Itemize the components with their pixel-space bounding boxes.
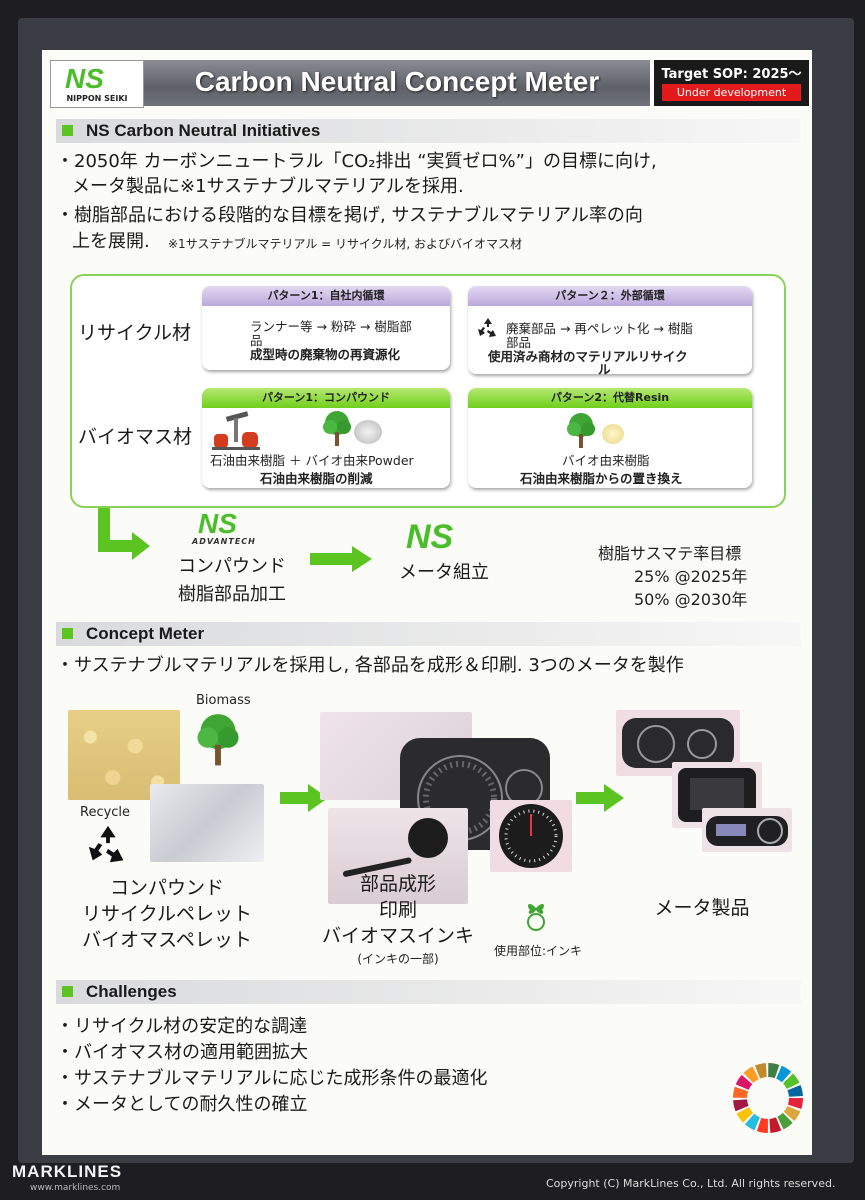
meter-product-photo <box>702 808 792 852</box>
pattern-line: 品 <box>250 333 263 348</box>
mid-caption-line: バイオマスインキ <box>321 925 474 947</box>
recycle-label: Recycle <box>80 805 131 820</box>
tree-icon <box>566 412 596 452</box>
target-title: 樹脂サスマテ率目標 <box>598 544 742 563</box>
page-title: Carbon Neutral Concept Meter <box>194 66 600 97</box>
logo-mark: NS <box>65 63 104 94</box>
left-caption-line: リサイクルペレット <box>81 903 253 925</box>
green-square-icon <box>62 125 73 136</box>
advantech-label: ADVANTECH <box>192 537 256 546</box>
pattern-heading: パターン1：コンパウンド <box>202 388 450 408</box>
section-title: NS Carbon Neutral Initiatives <box>86 121 321 140</box>
printed-dial-photo <box>490 800 572 872</box>
copyright-text: Copyright (C) MarkLines Co., Ltd. All ri… <box>546 1177 836 1190</box>
resin-pellet-icon <box>602 424 624 444</box>
pattern-line: 廃棄部品 → 再ペレット化 → 樹脂 <box>506 321 693 336</box>
mid-caption-line: 印刷 <box>378 899 417 921</box>
pattern-heading: パターン２：外部循環 <box>468 286 752 306</box>
challenge-item: ・サステナブルマテリアルに応じた成形条件の最適化 <box>56 1068 488 1089</box>
footnote: ※1サステナブルマテリアル = リサイクル材, およびバイオマス材 <box>168 237 523 251</box>
pointer-photo <box>328 808 468 904</box>
challenge-item: ・メータとしての耐久性の確立 <box>56 1094 308 1115</box>
target-sop: Target SOP: 2025〜 <box>661 67 802 82</box>
recycle-pattern1-card: パターン1：自社内循環 ランナー等 → 粉砕 → 樹脂部 品 成型時の廃棄物の再… <box>202 286 450 370</box>
pattern-summary: 石油由来樹脂からの置き換え <box>520 471 683 486</box>
sdgs-wheel-icon <box>730 1060 806 1140</box>
section-title: Concept Meter <box>86 624 205 643</box>
mid-caption-line: 部品成形 <box>359 873 436 895</box>
target-2025: 25% @2025年 <box>634 567 748 586</box>
marklines-logo: MARKLINES <box>12 1162 123 1181</box>
header: NS NIPPON SEIKI Carbon Neutral Concept M… <box>42 60 812 108</box>
status-badge: Under development <box>662 84 801 101</box>
section-initiatives-header: NS Carbon Neutral Initiatives <box>56 119 801 143</box>
bullet-text: ・樹脂部品における段階的な目標を掲げ, サステナブルマテリアル率の向 <box>56 205 643 226</box>
process-arrow-right <box>280 784 328 816</box>
pattern-summary: ル <box>598 362 611 377</box>
pattern-line: 部品 <box>506 335 532 350</box>
bullet-text: 上を展開. <box>72 231 150 252</box>
advantech-logo: NS <box>198 508 237 539</box>
pattern-summary: 石油由来樹脂の削減 <box>260 471 373 486</box>
right-caption: メータ製品 <box>654 897 750 919</box>
recycle-symbol-icon <box>476 316 500 344</box>
biomass-pattern1-card: パターン1：コンパウンド 石油由来樹脂 ＋ バイオ由来Powder 石油由来樹脂… <box>202 388 450 488</box>
flow-arrow-right <box>310 546 372 576</box>
target-2030: 50% @2030年 <box>634 590 748 609</box>
materials-panel: リサイクル材 パターン1：自社内循環 ランナー等 → 粉砕 → 樹脂部 品 成型… <box>70 274 786 508</box>
ns-logo: NS <box>406 518 454 556</box>
sop-box: Target SOP: 2025〜 Under development <box>654 60 809 106</box>
biomass-label: バイオマス材 <box>78 426 193 448</box>
green-square-icon <box>62 628 73 639</box>
left-caption-line: バイオマスペレット <box>82 929 252 951</box>
pattern-line: ランナー等 → 粉砕 → 樹脂部 <box>250 319 412 334</box>
recycle-pellets-photo <box>150 784 264 862</box>
compound-text: コンパウンド <box>178 556 286 577</box>
tree-icon <box>196 710 240 772</box>
pattern-heading: パターン2：代替Resin <box>468 388 752 408</box>
section-challenges-header: Challenges <box>56 980 801 1004</box>
recycle-label: リサイクル材 <box>78 322 192 344</box>
pattern-line: 石油由来樹脂 ＋ バイオ由来Powder <box>210 453 414 468</box>
company-logo: NS NIPPON SEIKI <box>50 60 144 108</box>
left-caption-line: コンパウンド <box>109 877 224 899</box>
tree-icon <box>322 410 352 450</box>
bullet-text: ・サステナブルマテリアルを採用し, 各部品を成形＆印刷. 3つのメータを製作 <box>56 655 684 676</box>
recycle-pattern2-card: パターン２：外部循環 廃棄部品 → 再ペレット化 → 樹脂 部品 使用済み商材の… <box>468 286 752 377</box>
ink-usage-label: 使用部位:インキ <box>494 944 583 958</box>
biomass-pattern2-card: パターン2：代替Resin バイオ由来樹脂 石油由来樹脂からの置き換え <box>468 388 752 488</box>
process-arrow-right <box>576 784 624 816</box>
biomass-label: Biomass <box>196 693 251 708</box>
poster: NS NIPPON SEIKI Carbon Neutral Concept M… <box>42 50 812 1155</box>
pattern-heading: パターン1：自社内循環 <box>202 286 450 306</box>
challenge-item: ・バイオマス材の適用範囲拡大 <box>56 1042 308 1063</box>
bullet-text: ・2050年 カーボンニュートラル「CO₂排出 “実質ゼロ%”」の目標に向け, <box>56 151 657 172</box>
powder-icon <box>354 420 382 444</box>
assembly-text: メータ組立 <box>399 562 489 583</box>
recycle-symbol-icon <box>82 822 134 872</box>
marklines-url: www.marklines.com <box>30 1183 121 1193</box>
pattern-line: バイオ由来樹脂 <box>562 453 650 468</box>
green-square-icon <box>62 986 73 997</box>
biomass-mark-icon <box>524 896 548 938</box>
oil-pump-icon <box>212 410 260 454</box>
processing-text: 樹脂部品加工 <box>178 584 286 605</box>
flow-elbow-arrow <box>94 508 154 572</box>
mid-caption-sub: (インキの一部) <box>357 952 439 966</box>
pattern-summary: 成型時の廃棄物の再資源化 <box>250 347 401 362</box>
section-title: Challenges <box>86 982 177 1001</box>
section-concept-header: Concept Meter <box>56 622 801 646</box>
pattern-summary: 使用済み商材のマテリアルリサイク <box>488 349 688 364</box>
bullet-text: メータ製品に※1サステナブルマテリアルを採用. <box>72 176 464 197</box>
challenge-item: ・リサイクル材の安定的な調達 <box>56 1016 308 1037</box>
title-bar: Carbon Neutral Concept Meter <box>144 60 650 106</box>
logo-subtitle: NIPPON SEIKI <box>66 94 128 103</box>
